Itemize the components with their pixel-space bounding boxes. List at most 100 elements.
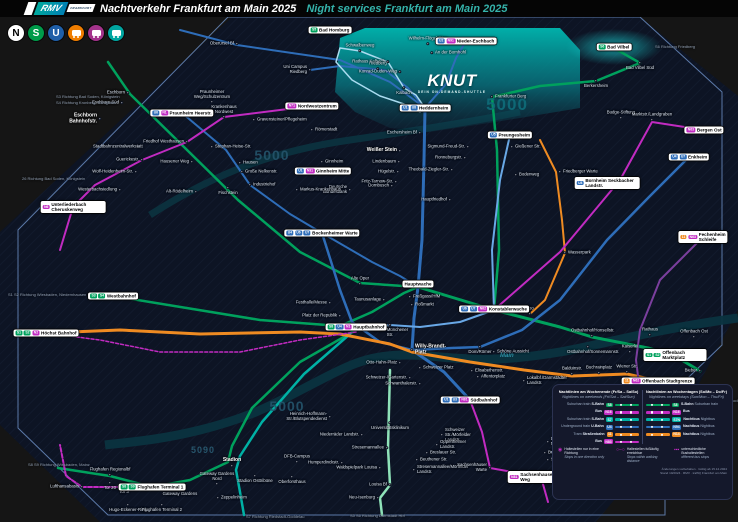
station-dot <box>378 466 382 470</box>
station-label: Oppenheimer Landstr. <box>440 439 467 449</box>
station-label: Deutsche Bundesbank <box>323 184 347 194</box>
knut-area <box>335 28 580 132</box>
transit-line-14 <box>44 328 660 383</box>
line-badge: S2 <box>23 330 31 336</box>
station-label: Offenbach Ost <box>680 328 708 334</box>
legend-weekday-title-de: Nachtlinien an Wochentagen (So/Mo – Do/F… <box>646 390 727 394</box>
station-dot <box>295 188 299 192</box>
station-dot <box>558 170 562 174</box>
station-label: Römerstadt <box>315 126 338 132</box>
legend-weekday-column: Nachtlinien an Wochentagen (So/Mo – Do/F… <box>646 390 727 444</box>
station-label: Stadion <box>222 456 242 463</box>
legend-line-badge: S8 <box>672 402 679 408</box>
station-dot <box>226 186 230 190</box>
line-badge: S5 <box>310 27 318 33</box>
station-dot <box>492 350 496 354</box>
station-label: Fritz-Tarnow-Str. <box>361 178 393 184</box>
station-dot <box>390 184 394 188</box>
station-label: Bad Vilbel Süd <box>625 65 655 70</box>
line-badge: S1 <box>15 330 23 336</box>
station-label: Tor 3 <box>119 489 129 494</box>
station-label: Schweizer Platz <box>423 364 454 370</box>
legend-line-badge: S7 <box>606 417 613 423</box>
line-badge: N62 <box>631 378 641 384</box>
knut-logo: KNUT DEIN ON-DEMAND-SHUTTLE <box>418 72 486 94</box>
line-badge: 11 <box>680 234 687 240</box>
station-label: Platz der Republik <box>302 312 337 318</box>
transit-line-12 <box>181 112 419 288</box>
station-label: Eschborn Bahnhofstr. <box>69 112 97 124</box>
station-dot <box>338 314 342 318</box>
legend-row-label: Bus <box>683 409 690 414</box>
station-dot <box>240 170 244 174</box>
station-label: Berkersheim <box>583 83 609 88</box>
station-dot <box>476 375 480 379</box>
line-badge: U4 <box>670 154 678 160</box>
station-label: Hausen <box>243 159 258 165</box>
station-dot <box>398 361 402 365</box>
station-label: Frankfurter Berg <box>495 93 527 99</box>
station-label: Riedberg <box>369 60 387 66</box>
station-label: Schöne Aussicht <box>497 348 529 354</box>
legend-weekday-title-en: Nightlines on weekdays (Sun/Mon – Thu/Fr… <box>649 394 724 399</box>
station-label: Heinrich-Hoffmann-Str./Blutspendedienst <box>286 411 327 421</box>
station-dot <box>590 334 594 338</box>
station-label: Hausener Weg <box>160 158 189 164</box>
station-label: Bodenweg <box>519 171 540 177</box>
station-label: Guerickestr. <box>116 156 139 162</box>
station-label: Lokalbf./Darmstädter Landstr. <box>527 375 567 385</box>
line-badge: U6 <box>294 230 303 236</box>
station-label: Lindenbaum <box>372 158 396 164</box>
station-dot <box>308 68 312 72</box>
line-badge: S6 <box>598 44 606 50</box>
station-dot <box>108 481 112 485</box>
station-dot <box>478 345 482 349</box>
line-badge: N1 <box>160 110 169 116</box>
station-dot <box>510 145 514 149</box>
station-dot <box>418 131 422 135</box>
station-dot <box>408 376 412 380</box>
station-label: Theobald-Ziegler-Str. <box>408 166 449 172</box>
legend-line-sample <box>615 411 639 414</box>
station-label: Uni Campus Riedberg <box>283 64 307 74</box>
transit-line-19 <box>45 331 357 353</box>
transit-line-8 <box>424 40 467 109</box>
frankfurt-logo-text: FRANKFURT <box>66 4 96 12</box>
line-badge: U4 <box>576 180 584 186</box>
station-label: Wiener Str. <box>616 363 638 369</box>
line-badge: S2 <box>653 352 661 358</box>
legend-line-badge: U4 <box>605 424 613 430</box>
station-label: Eschersheim Bf <box>386 129 417 135</box>
line-badge: U8 <box>410 105 418 111</box>
station-label: Rathaus Kalbach <box>352 58 385 64</box>
station-dot <box>528 312 532 316</box>
rmv-logo: RMV FRANKFURT <box>0 0 96 17</box>
transit-line-15 <box>529 139 566 315</box>
line-badge: U7 <box>469 306 477 312</box>
station-dot <box>418 382 422 386</box>
station-dot <box>98 117 102 121</box>
station-label: Tor 20 <box>104 485 116 490</box>
station-label: Kalbach <box>396 90 412 95</box>
station-dot <box>385 446 389 450</box>
station-dot <box>597 371 601 375</box>
line-badge: U5 <box>489 132 497 138</box>
station-label: Alte Oper <box>350 275 370 281</box>
station-dot <box>126 91 130 95</box>
station-label: Sigmund-Freud-Str. <box>427 143 466 149</box>
station-dot <box>410 348 414 352</box>
knut-logo-text: KNUT <box>427 71 477 90</box>
line-badge: N91 <box>446 38 456 44</box>
legend-line-sample <box>615 403 639 407</box>
fare-zone-label: 5000 <box>486 95 528 114</box>
